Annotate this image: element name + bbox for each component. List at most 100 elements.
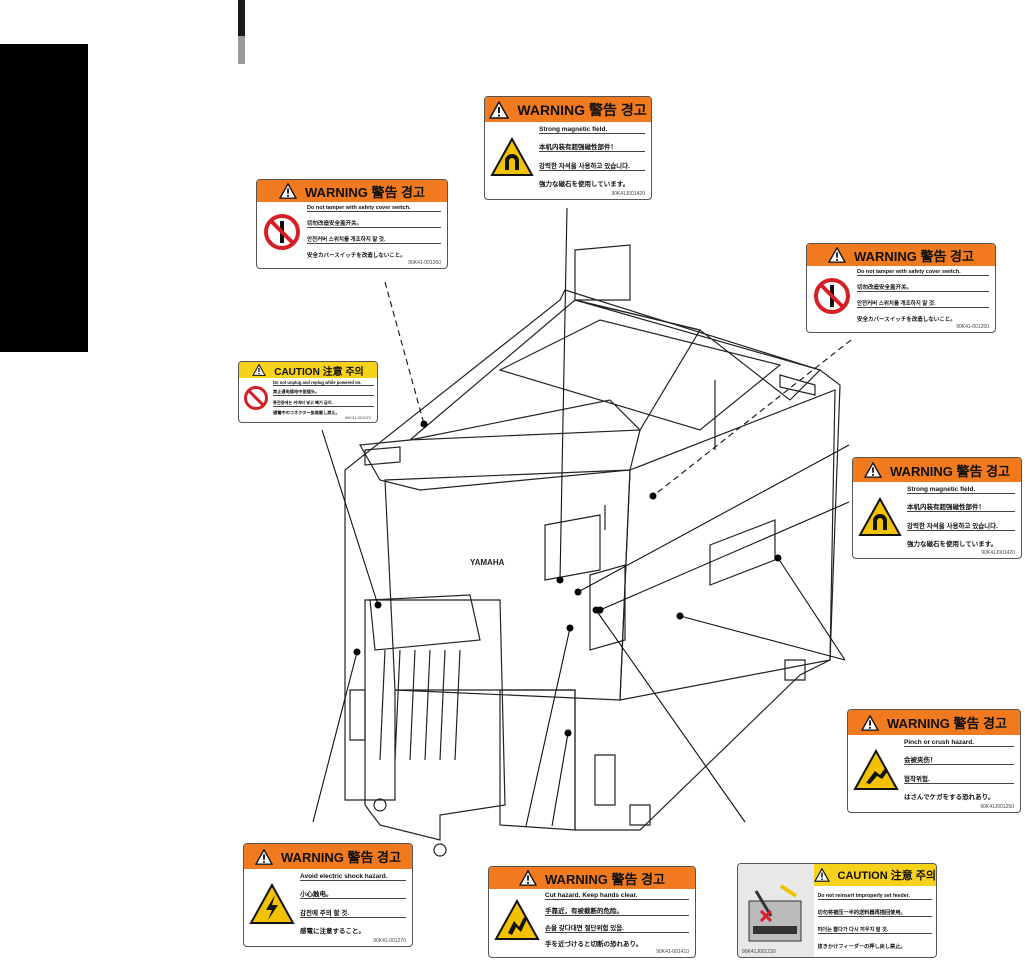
label-electric-shock: WARNING 警告 경고 Avoid electric shock hazar… — [243, 843, 413, 947]
callout-dot — [566, 624, 574, 632]
machine-body-outline — [344, 289, 841, 831]
feeder-cart — [364, 599, 506, 841]
label-header: WARNING 警告 경고 — [854, 248, 974, 264]
label-text-en: Strong magnetic field. — [907, 486, 1015, 494]
cut-hazard-icon — [489, 889, 545, 951]
label-text-ko: 감전에 주의 할 것. — [300, 907, 406, 918]
label-text-zh: 本机内装有超强磁性部件！ — [539, 141, 645, 153]
label-text-zh: 禁止通电插电中拔插头。 — [273, 389, 374, 397]
callout-dot — [420, 420, 428, 428]
monitor-arm — [574, 244, 631, 301]
label-text-en: Do not unplug and replug while powered o… — [273, 380, 374, 386]
callout-dot — [556, 576, 564, 584]
label-text-ko: 강력한 자석을 사용하고 있습니다. — [539, 160, 645, 171]
label-text-ko: 통전중에는 커넥터 넣고 빼기 금지. — [273, 400, 374, 407]
cart-wheel-1 — [373, 798, 387, 812]
label-text-ja: 感電に注意すること。 — [300, 928, 365, 936]
label-header: WARNING 警告 경고 — [887, 716, 1007, 731]
label-text-ja: 強力な磁石を使用しています。 — [907, 541, 998, 549]
callout-dot — [774, 554, 782, 562]
label-part-code: 90K41J001420 — [981, 550, 1015, 556]
leader-safety-right — [652, 339, 852, 497]
electric-shock-icon — [244, 869, 300, 939]
leader-cut-1 — [525, 627, 571, 827]
top-cover-right — [574, 299, 822, 401]
label-safety-switch-right: WARNING 警告 경고 Do not tamper with safety … — [806, 243, 996, 333]
warning-triangle-icon — [861, 714, 879, 731]
label-text-zh: 小心触电。 — [300, 888, 406, 900]
top-cover-left — [359, 399, 641, 491]
header-accent-bar — [238, 0, 245, 36]
label-text-ja: 手を近づけると切断の恐れあり。 — [545, 941, 643, 949]
lower-cabinet — [499, 689, 576, 831]
label-text-zh: 切勿改造安全盖开关。 — [857, 283, 989, 293]
label-text-ja: はさんでケガをする恐れあり。 — [904, 794, 995, 802]
warning-triangle-icon — [864, 462, 882, 478]
callout-dot — [592, 606, 600, 614]
label-text-ja: 通電中のコネクター抜差厳し禁止。 — [273, 410, 340, 416]
label-feeder-caution: CAUTION 注意 주의 Do not reinsert improperly… — [737, 863, 937, 958]
label-part-code: 90K41-001270 — [373, 938, 406, 944]
caution-triangle-icon — [252, 364, 267, 376]
touch-screen — [544, 514, 601, 581]
label-safety-switch-left: WARNING 警告 경고 Do not tamper with safety … — [256, 179, 448, 269]
label-magnetic-right: WARNING 警告 경고 Strong magnetic field. 本机内… — [852, 457, 1022, 559]
right-face — [619, 389, 836, 701]
label-text-ja: 抜きかけフィーダーの押し戻し禁止。 — [817, 944, 906, 951]
label-text-en: Do not tamper with safety cover switch. — [857, 269, 989, 277]
label-text-ja: 強力な磁石を使用しています。 — [539, 181, 630, 189]
label-header: CAUTION 注意 주의 — [837, 870, 936, 882]
label-header: WARNING 警告 경고 — [545, 871, 665, 887]
label-header: WARNING 警告 경고 — [281, 850, 401, 865]
label-text-ko: 손을 갖다대면 절단위험 있음. — [545, 922, 689, 933]
magnet-icon — [485, 122, 539, 192]
section-tab — [0, 44, 88, 352]
label-text-ja: 安全カバースイッチを改造しないこと。 — [307, 252, 406, 259]
feeder-tray-lines — [379, 649, 461, 761]
label-header: CAUTION 注意 주의 — [274, 366, 364, 378]
feeder-bank — [369, 594, 481, 651]
front-control-panel — [589, 564, 626, 651]
leader-pinch-1 — [777, 557, 846, 661]
label-text-ko: 안전커버 스위치를 개조하지 말 것. — [307, 235, 441, 244]
right-side-window — [709, 519, 776, 586]
warning-triangle-icon — [279, 183, 297, 199]
pinch-hazard-icon — [848, 735, 904, 805]
label-part-code: 90K41-001260 — [956, 324, 989, 330]
magnet-icon — [853, 482, 907, 552]
no-tamper-icon — [257, 202, 307, 262]
label-header: WARNING 警告 경고 — [305, 184, 425, 200]
feeder-illustration — [738, 864, 814, 957]
callout-dot — [574, 588, 582, 596]
label-part-code: 90K41-001410 — [656, 949, 689, 955]
label-text-zh: 本机内装有超强磁性部件！ — [907, 501, 1015, 513]
leader-magnetic-top — [559, 207, 568, 581]
leader-cut-2 — [551, 732, 569, 827]
label-text-en: Do not tamper with safety cover switch. — [307, 205, 441, 213]
label-part-code: 90K41J001250 — [980, 804, 1014, 810]
label-part-code: 90K41J001230 — [742, 949, 776, 955]
label-text-en: Cut hazard. Keep hands clear. — [545, 892, 689, 900]
leader-magnetic-right-1 — [577, 444, 850, 593]
vent-top-right — [779, 374, 816, 396]
label-cut-hazard: WARNING 警告 경고 Cut hazard. Keep hands cle… — [488, 866, 696, 958]
leader-magnetic-right-2 — [599, 501, 850, 611]
label-header: WARNING 警告 경고 — [517, 101, 647, 118]
label-text-ja: 安全カバースイッチを改造しないこと。 — [857, 316, 956, 323]
label-text-ko: 안전커버 스위치를 개조하지 말 것. — [857, 299, 989, 308]
label-magnetic-top: WARNING 警告 경고 Strong magnetic field. 本机内… — [484, 96, 652, 200]
leader-pinch-2 — [679, 615, 846, 661]
label-text-zh: 手靠近，有被截断的危险。 — [545, 905, 689, 917]
callout-dot — [649, 492, 657, 500]
label-text-en: Do not reinsert improperly set feeder. — [817, 893, 932, 900]
label-pinch-crush: WARNING 警告 경고 Pinch or crush hazard. 会被夹… — [847, 709, 1021, 813]
warning-triangle-icon — [828, 247, 846, 263]
label-text-ko: 피더는 뽑다가 다시 끼우지 말 것. — [817, 926, 932, 935]
callout-dot — [353, 648, 361, 656]
prohibited-icon — [239, 378, 273, 418]
label-header: WARNING 警告 경고 — [890, 463, 1010, 479]
no-tamper-icon — [807, 266, 857, 326]
leader-safety-left — [384, 281, 425, 425]
label-text-zh: 会被夹伤！ — [904, 754, 1014, 766]
